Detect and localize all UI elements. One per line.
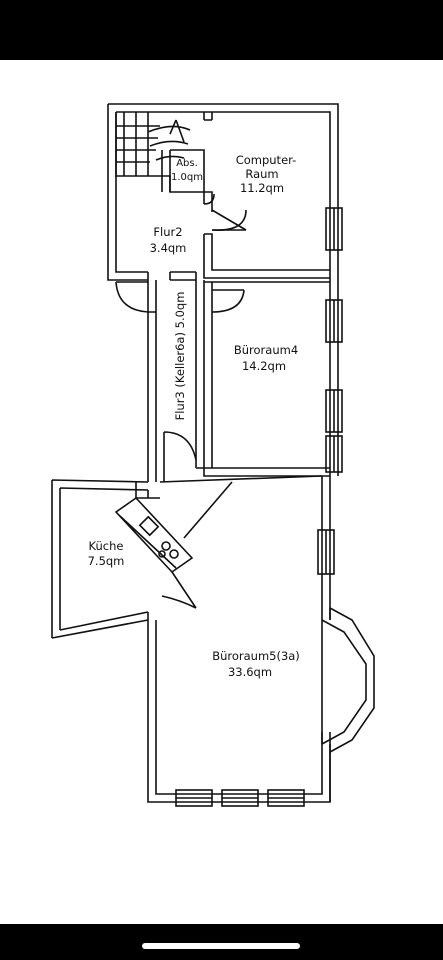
label-flur2-2: 3.4qm: [150, 241, 187, 255]
computer-room-walls: [203, 112, 330, 279]
stair-steps: [116, 112, 191, 176]
home-indicator[interactable]: [142, 943, 300, 949]
label-bueroraum5-1: Büroraum5(3a): [212, 649, 300, 663]
kueche-outer-wall: [51, 479, 149, 639]
label-flur3: Flur3 (Keller6a) 5.0qm: [173, 292, 187, 421]
label-computer-raum-3: 11.2qm: [240, 181, 284, 195]
bay-window: [321, 607, 375, 753]
bueroraum4-walls: [204, 281, 330, 477]
upper-outer-wall: [107, 103, 339, 281]
label-bueroraum5-2: 33.6qm: [228, 665, 272, 679]
flur3-wall-left: [147, 280, 157, 482]
kueche-door: [161, 571, 197, 609]
bueroraum5-outer: [147, 612, 331, 803]
label-abs-1: Abs.: [176, 158, 198, 169]
stove-burner: [158, 550, 166, 558]
label-computer-raum-1: Computer-: [236, 153, 297, 167]
partition-line: [183, 481, 233, 539]
label-computer-raum-2: Raum: [245, 167, 278, 181]
bottom-bar: [0, 924, 443, 960]
bueroraum5-top-wall: [159, 475, 323, 483]
kitchen-sink: [138, 515, 160, 537]
floor-plan: Computer- Raum 11.2qm Abs. 1.0qm Flur2 3…: [51, 103, 375, 807]
flur3-door: [163, 431, 197, 482]
label-kueche-1: Küche: [89, 539, 124, 553]
kitchen-counter: [114, 496, 194, 574]
flur2-lower-wall: [147, 271, 197, 281]
bueroraum4-door: [211, 289, 245, 313]
stove-burner: [161, 541, 171, 551]
bueroraum5-right-wall: [321, 476, 331, 620]
computer-door: [211, 209, 247, 231]
stove-burner: [169, 549, 179, 559]
floor-plan-canvas: Computer- Raum 11.2qm Abs. 1.0qm Flur2 3…: [0, 60, 443, 924]
flur3-wall-right: [195, 280, 205, 469]
label-bueroraum4-1: Büroraum4: [234, 343, 298, 357]
stair-arrow: [169, 119, 185, 143]
upper-right-wall: [329, 206, 339, 476]
label-kueche-2: 7.5qm: [88, 554, 125, 568]
label-bueroraum4-2: 14.2qm: [242, 359, 286, 373]
status-bar: [0, 0, 443, 60]
flur2-door-left: [115, 281, 149, 313]
label-abs-2: 1.0qm: [171, 172, 203, 183]
label-flur2-1: Flur2: [153, 225, 182, 239]
abs-walls: [161, 149, 205, 192]
